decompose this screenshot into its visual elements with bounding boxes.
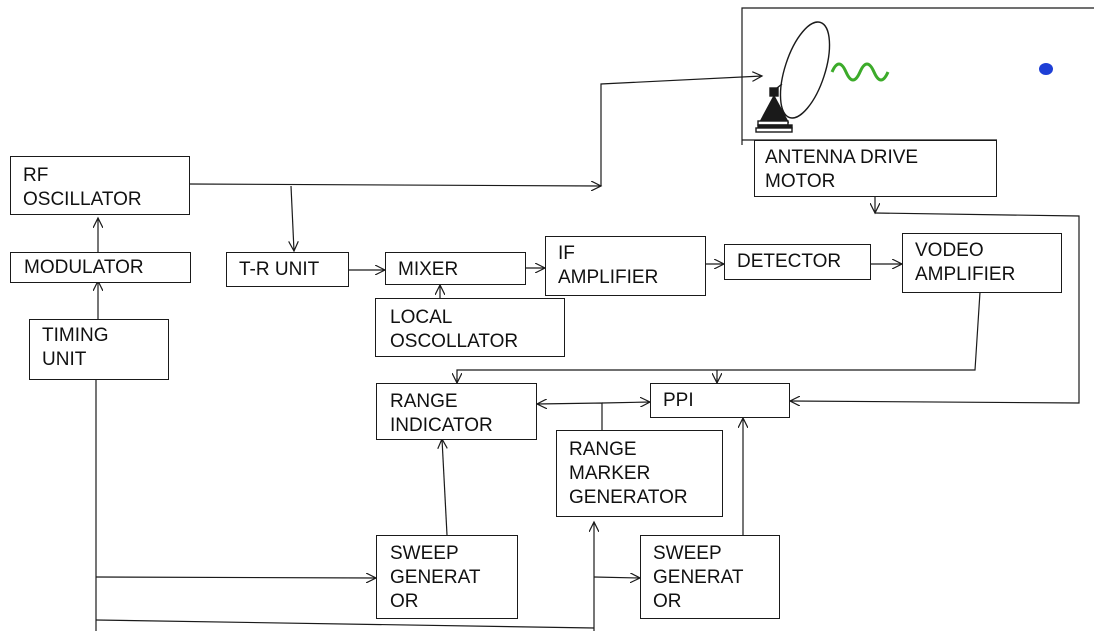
tr-unit-block: T-R UNIT [226, 252, 349, 287]
range-marker-generator-block: RANGE MARKER GENERATOR [556, 430, 723, 517]
antenna-drive-motor-block: ANTENNA DRIVE MOTOR [754, 140, 997, 197]
timing-unit-block: TIMING UNIT [29, 319, 169, 380]
mixer-block: MIXER [385, 252, 526, 285]
ppi-block: PPI [650, 383, 790, 418]
range-indicator-block: RANGE INDICATOR [376, 383, 537, 440]
timing-to-sweep1-line [95, 577, 376, 578]
marker-to-ppi-line [601, 402, 650, 403]
sweep-generator-block-1: SWEEP GENERAT OR [376, 535, 518, 619]
target-dot-icon [1039, 63, 1053, 75]
sweep-generator-block-2: SWEEP GENERAT OR [640, 535, 780, 619]
antenna-feed-line [600, 76, 762, 186]
rf-to-antenna-line [188, 184, 601, 186]
modulator-block: MODULATOR [10, 252, 191, 283]
signal-wave-icon [830, 62, 890, 82]
if-amplifier-block: IF AMPLIFIER [545, 236, 706, 296]
timing-bottom-line [95, 619, 595, 629]
timing-to-sweep2-line [593, 577, 640, 578]
radar-dish-icon [755, 21, 831, 133]
rf-to-tr-line [291, 185, 294, 251]
video-amplifier-block: VODEO AMPLIFIER [902, 233, 1062, 293]
sweep1-to-indicator-line [442, 439, 448, 536]
marker-to-indicator-line [537, 403, 603, 430]
local-oscillator-block: LOCAL OSCOLLATOR [375, 298, 565, 357]
detector-block: DETECTOR [724, 244, 871, 280]
rf-oscillator-block: RF OSCILLATOR [10, 156, 190, 215]
